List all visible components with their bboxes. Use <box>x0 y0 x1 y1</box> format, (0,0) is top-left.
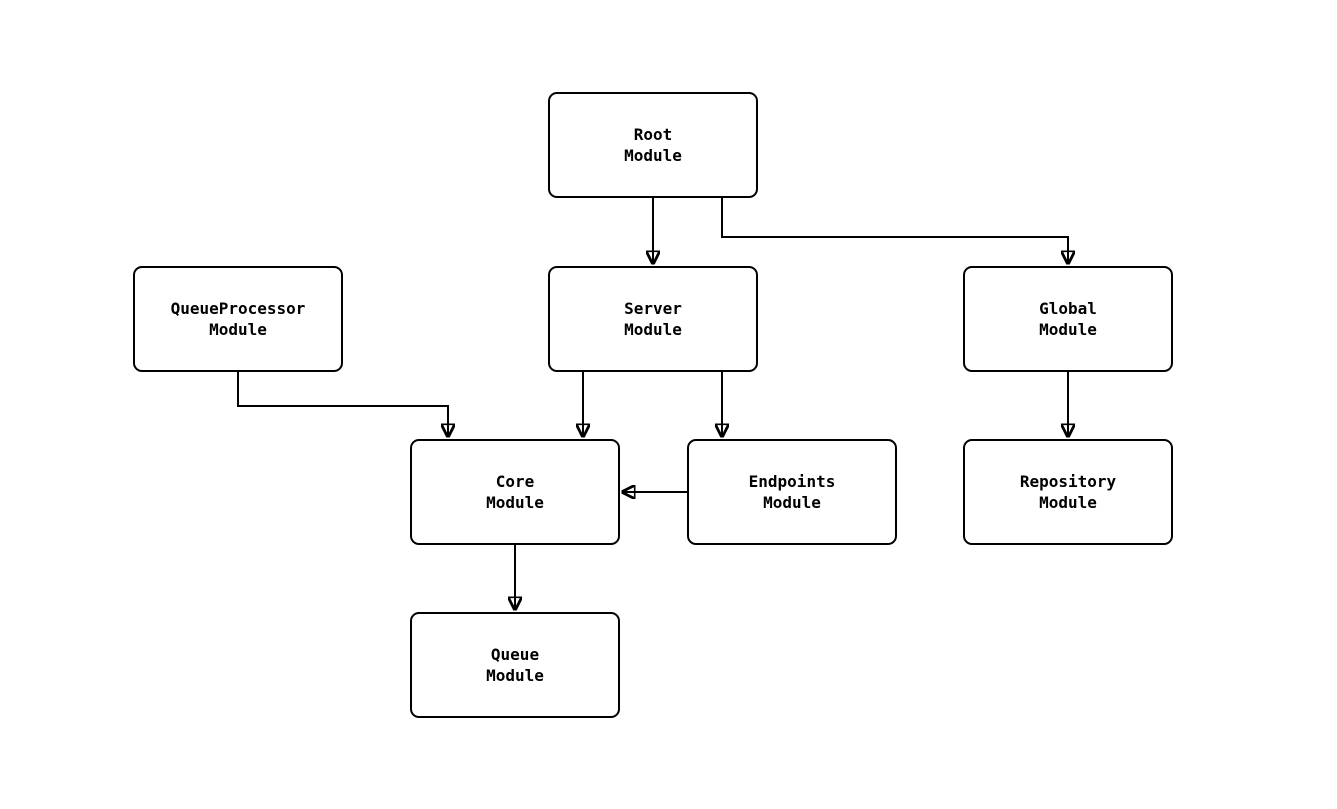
node-queue-module-label: Queue Module <box>486 645 544 685</box>
node-global-module-label: Global Module <box>1039 299 1097 339</box>
node-server-module-label: Server Module <box>624 299 682 339</box>
node-server-module: Server Module <box>548 266 758 372</box>
node-repository-module-label: Repository Module <box>1019 472 1117 512</box>
node-global-module: Global Module <box>963 266 1173 372</box>
node-endpoints-module: Endpoints Module <box>687 439 897 545</box>
node-queueprocessor-module: QueueProcessor Module <box>133 266 343 372</box>
node-core-module: Core Module <box>410 439 620 545</box>
node-queue-module: Queue Module <box>410 612 620 718</box>
node-queueprocessor-module-label: QueueProcessor Module <box>170 299 306 339</box>
node-core-module-label: Core Module <box>486 472 544 512</box>
node-repository-module: Repository Module <box>963 439 1173 545</box>
edge-root-to-global <box>721 198 1068 264</box>
edge-queueprocessor-to-core <box>237 372 448 437</box>
node-root-module: Root Module <box>548 92 758 198</box>
node-endpoints-module-label: Endpoints Module <box>748 472 836 512</box>
node-root-module-label: Root Module <box>624 125 682 165</box>
